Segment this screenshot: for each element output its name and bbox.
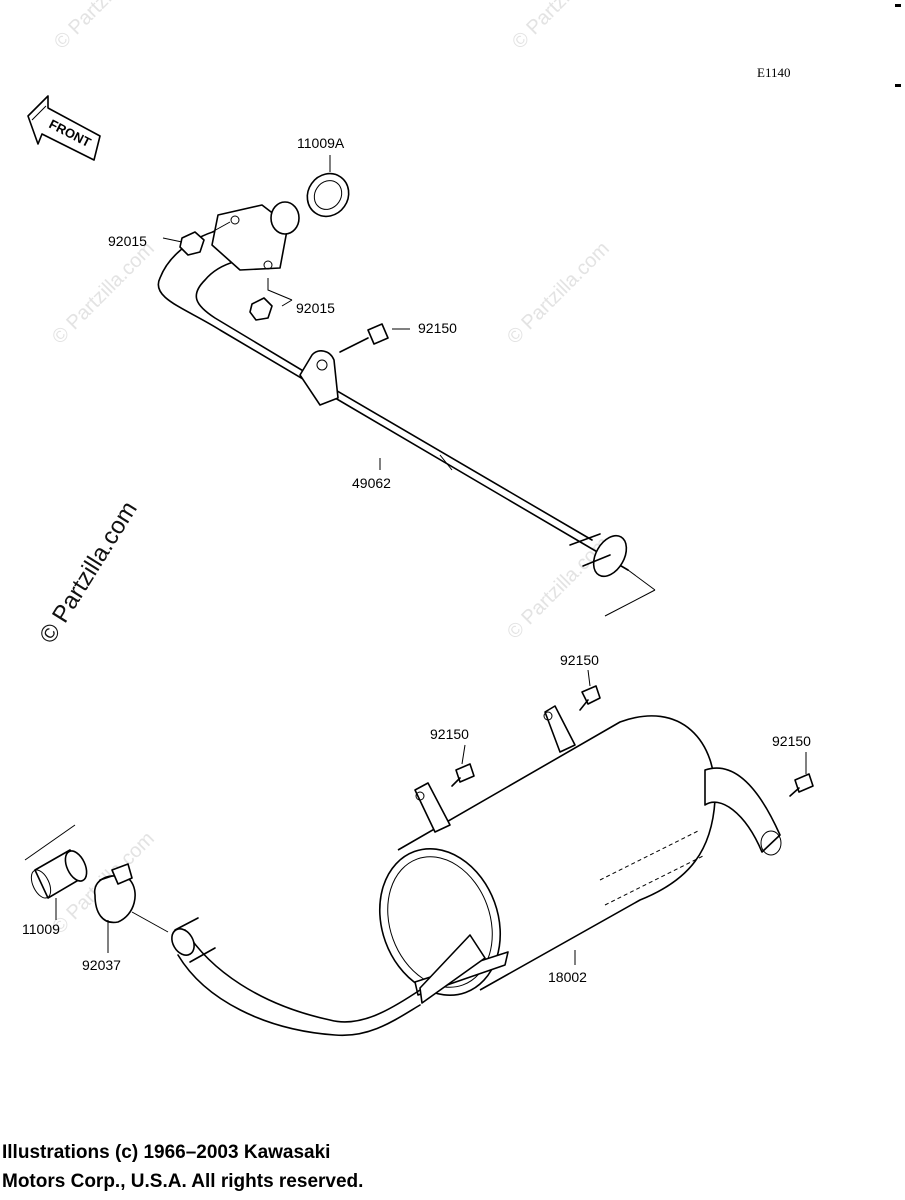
- watermark-text: © Partzilla.com: [48, 238, 159, 349]
- part-label-49062: 49062: [352, 475, 391, 491]
- part-label-11009: 11009: [22, 921, 60, 937]
- watermark-text-dark: © Partzilla.com: [34, 497, 143, 648]
- front-arrow-icon: FRONT: [27, 95, 101, 161]
- diagram-code: E1140: [757, 65, 790, 80]
- copyright-line-1: Illustrations (c) 1966–2003 Kawasaki: [2, 1142, 331, 1163]
- part-label-18002: 18002: [548, 969, 587, 985]
- part-label-92015-upper: 92015: [108, 233, 147, 249]
- part-label-92150-right: 92150: [772, 733, 811, 749]
- exhaust-pipe-49062: [157, 155, 656, 617]
- watermark-text: © Partzilla.com: [508, 0, 619, 54]
- part-label-92037: 92037: [82, 957, 121, 973]
- muffler-18002: [171, 669, 814, 1037]
- part-label-92015-lower: 92015: [296, 300, 335, 316]
- part-label-92150-mid: 92150: [430, 726, 469, 742]
- copyright-line-2: Motors Corp., U.S.A. All rights reserved…: [2, 1171, 364, 1192]
- part-label-11009A: 11009A: [297, 135, 345, 151]
- sleeve-and-clamp: [24, 824, 169, 953]
- corner-mark: [895, 84, 901, 87]
- part-label-92150-top: 92150: [560, 652, 599, 668]
- part-label-92150-pipe: 92150: [418, 320, 457, 336]
- corner-mark: [895, 4, 901, 7]
- watermark-text: © Partzilla.com: [503, 238, 614, 349]
- watermark-text: © Partzilla.com: [50, 0, 161, 54]
